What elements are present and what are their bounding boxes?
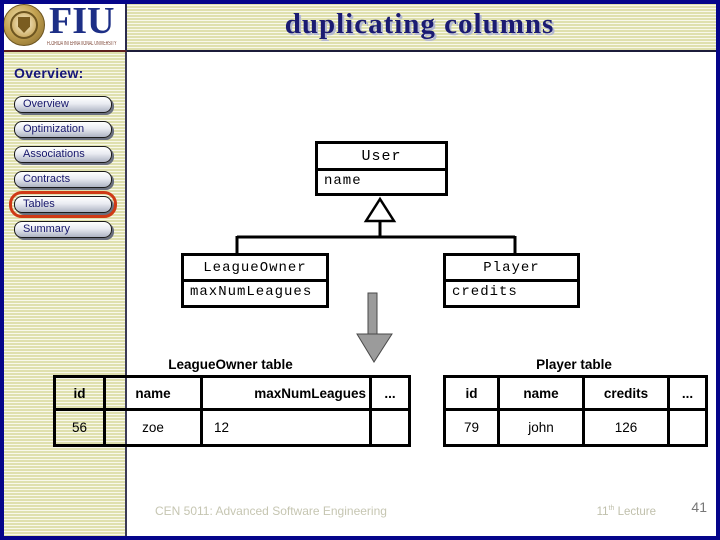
header-cell: name	[497, 375, 585, 411]
data-cell: 79	[443, 408, 500, 447]
data-cell: 56	[53, 408, 106, 447]
table-header-row: id name credits ...	[443, 375, 708, 411]
header-cell: maxNumLeagues	[200, 375, 372, 411]
sidebar-heading: Overview:	[14, 65, 84, 81]
footer-page-number: 41	[691, 499, 707, 515]
footer-course-name: CEN 5011: Advanced Software Engineering	[155, 504, 387, 518]
sidebar-item-tables[interactable]: Tables	[9, 191, 117, 218]
sidebar-item-associations[interactable]: Associations	[14, 146, 112, 163]
footer-lecture-label: 11th Lecture	[596, 505, 656, 518]
class-attribute: name	[324, 173, 362, 189]
sidebar-item-optimization[interactable]: Optimization	[14, 121, 112, 138]
page-title: duplicating columns	[284, 8, 555, 40]
fiu-logo: FIU FLORIDA INTERNATIONAL UNIVERSITY	[0, 0, 127, 52]
class-attribute: credits	[452, 284, 518, 300]
data-cell: 126	[582, 408, 670, 447]
data-cell: 12	[200, 408, 372, 447]
data-cell: john	[497, 408, 585, 447]
sidebar-item-summary[interactable]: Summary	[14, 221, 112, 238]
class-name: Player	[446, 256, 577, 282]
class-box-league-owner: LeagueOwner maxNumLeagues	[181, 253, 329, 308]
logo-university-name: FLORIDA INTERNATIONAL UNIVERSITY	[47, 41, 117, 47]
sidebar-item-contracts[interactable]: Contracts	[14, 171, 112, 188]
sidebar-nav: Overview Optimization Associations Contr…	[9, 96, 117, 246]
data-cell	[667, 408, 708, 447]
class-box-player: Player credits	[443, 253, 580, 308]
player-table-title: Player table	[536, 357, 612, 372]
league-owner-table: id name maxNumLeagues ... 56 zoe 12	[53, 375, 411, 447]
header-cell: ...	[369, 375, 411, 411]
data-cell: zoe	[103, 408, 203, 447]
sidebar: Overview: Overview Optimization Associat…	[0, 52, 127, 540]
header-cell: ...	[667, 375, 708, 411]
header-cell: name	[103, 375, 203, 411]
header-cell: credits	[582, 375, 670, 411]
class-box-user: User name	[315, 141, 448, 196]
data-cell	[369, 408, 411, 447]
table-row: 79 john 126	[443, 408, 708, 447]
fiu-seal-icon	[3, 4, 45, 46]
league-owner-table-title: LeagueOwner table	[168, 357, 293, 372]
class-name: LeagueOwner	[184, 256, 326, 282]
logo-abbreviation: FIU	[49, 0, 115, 42]
header-cell: id	[53, 375, 106, 411]
table-header-row: id name maxNumLeagues ...	[53, 375, 411, 411]
sidebar-item-overview[interactable]: Overview	[14, 96, 112, 113]
header-cell: id	[443, 375, 500, 411]
class-name: User	[318, 144, 445, 171]
player-table: id name credits ... 79 john 126	[443, 375, 708, 447]
class-attribute: maxNumLeagues	[190, 284, 313, 300]
table-row: 56 zoe 12	[53, 408, 411, 447]
